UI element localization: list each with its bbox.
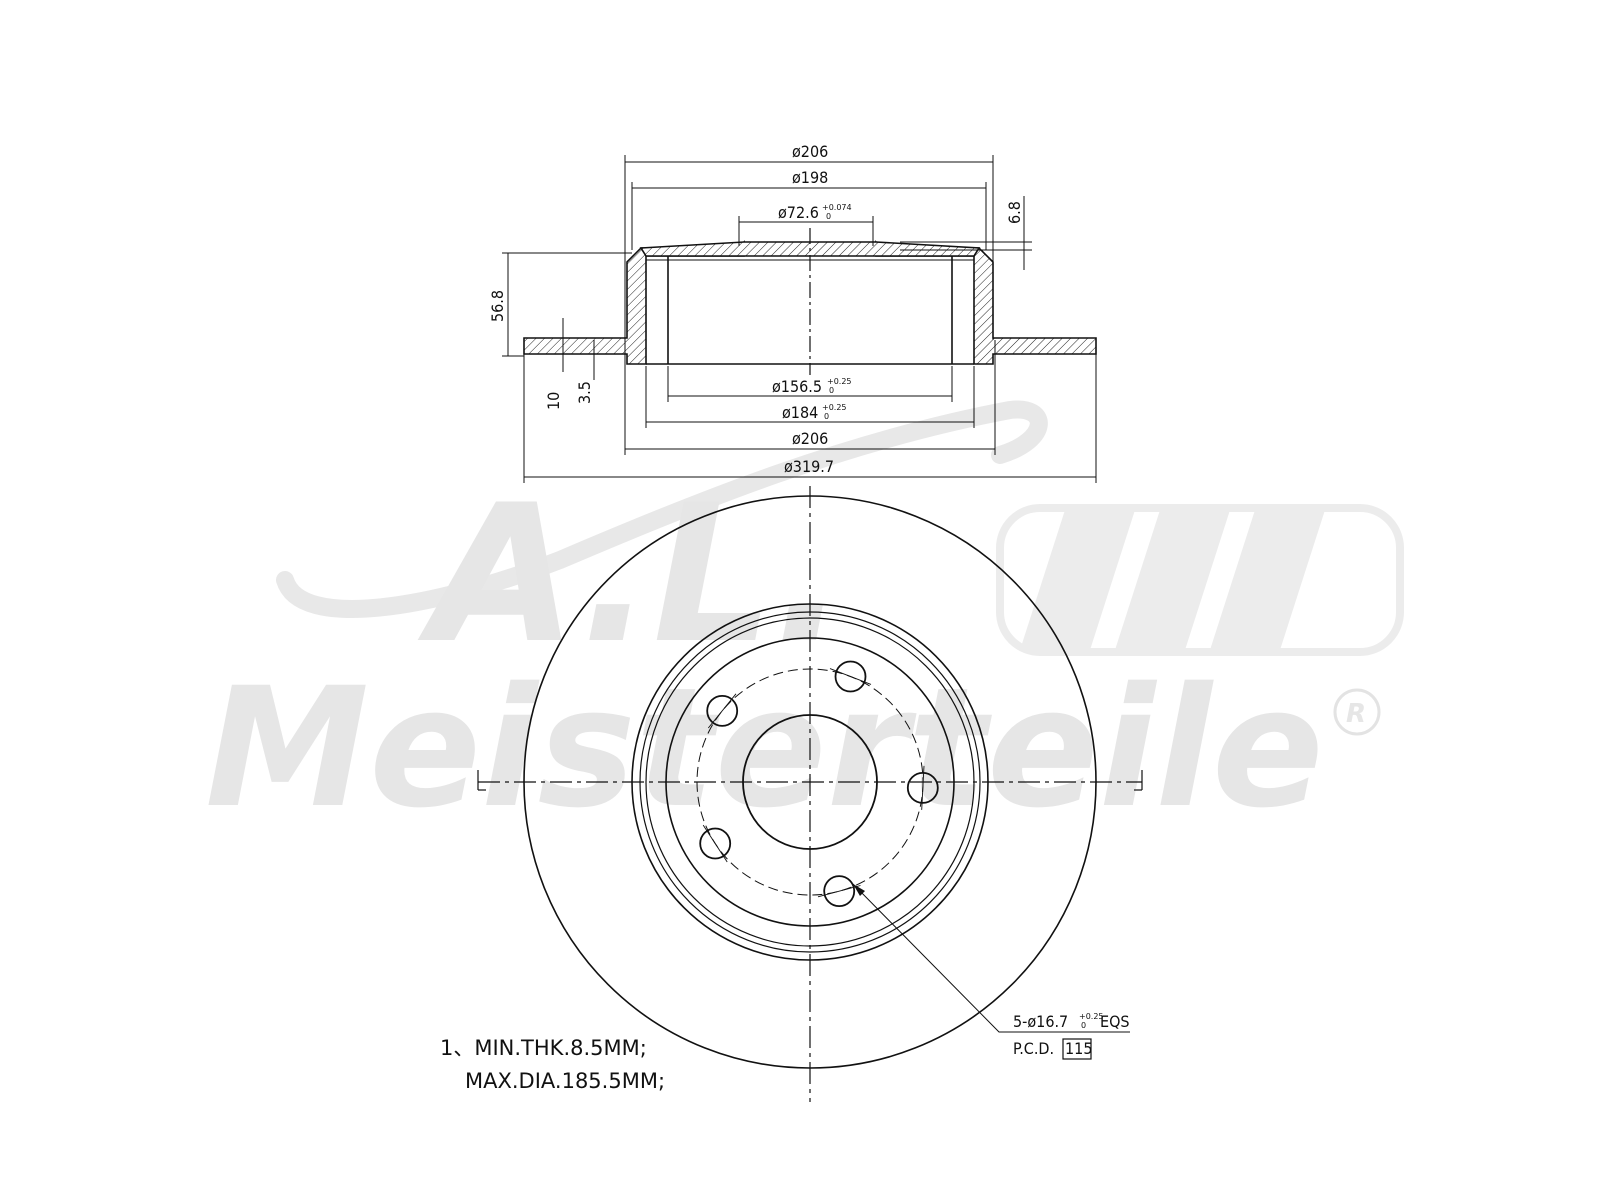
dimension-lines xyxy=(502,155,1097,483)
dim-center-bore-tol-upper: +0.074 xyxy=(822,203,852,212)
bolt-hole xyxy=(823,875,856,907)
watermark-frame xyxy=(996,504,1404,656)
dim-outer-diameter-top: ø206 xyxy=(792,142,828,161)
dim-offset-small: 3.5 xyxy=(575,381,594,404)
watermark-brand-line1: A.L. xyxy=(417,464,846,685)
registered-icon xyxy=(1333,688,1381,736)
bolt-hole xyxy=(699,827,732,860)
bolt-hole-leader xyxy=(852,883,1130,1033)
pcd-value: 115 xyxy=(1065,1039,1092,1058)
bolt-hole xyxy=(706,695,739,727)
bolt-hole-tol-lower: 0 xyxy=(1081,1021,1086,1030)
pcd-box xyxy=(1062,1038,1092,1060)
note-line-1: 1、MIN.THK.8.5MM; xyxy=(440,1036,647,1060)
dim-disc-thickness: 10 xyxy=(544,392,563,410)
watermark-stripes xyxy=(1020,510,1325,650)
dim-inner-diameter-tol-upper: +0.25 xyxy=(827,377,852,386)
dim-hat-inner-diameter-tol-upper: +0.25 xyxy=(822,403,847,412)
notes: 1、MIN.THK.8.5MM; MAX.DIA.185.5MM; xyxy=(440,1036,665,1093)
bolt-hole-crosshair xyxy=(829,668,872,685)
front-view: 5-ø16.7 +0.25 0 EQS P.C.D. 115 xyxy=(477,486,1143,1102)
bolt-hole-crosshair xyxy=(921,765,925,810)
dim-inner-diameter: ø156.5 xyxy=(772,377,822,396)
watermark-swoosh xyxy=(276,400,1048,618)
dim-hat-inner-diameter-tol-lower: 0 xyxy=(824,412,829,421)
dim-hat-inner-diameter: ø184 xyxy=(782,403,818,422)
section-view: ø206 ø198 ø72.6 +0.074 0 6.8 56.8 10 3.5… xyxy=(488,142,1097,483)
bolt-hole xyxy=(834,660,867,693)
dim-center-bore-tol-lower: 0 xyxy=(826,212,831,221)
dim-inner-diameter-tol-lower: 0 xyxy=(829,386,834,395)
bolt-hole-count-label: 5-ø16.7 xyxy=(1013,1012,1068,1031)
registered-mark: R xyxy=(1346,699,1366,729)
bolt-hole xyxy=(906,772,939,804)
dim-friction-diameter: ø198 xyxy=(792,168,828,187)
bolt-hole-crosshair xyxy=(707,693,737,729)
bolt-hole-crosshair xyxy=(817,885,861,898)
watermark: A.L. Meisterteile R xyxy=(205,400,1404,844)
bolt-hole-crosshair xyxy=(702,824,728,863)
dim-hat-outer-diameter: ø206 xyxy=(792,429,828,448)
dim-hat-thickness: 6.8 xyxy=(1005,201,1024,224)
dim-total-height: 56.8 xyxy=(488,290,507,322)
dim-overall-diameter: ø319.7 xyxy=(784,457,834,476)
bolt-hole-suffix: EQS xyxy=(1100,1012,1130,1031)
dim-center-bore: ø72.6 xyxy=(778,203,819,222)
bolt-holes xyxy=(699,660,939,907)
note-line-2: MAX.DIA.185.5MM; xyxy=(465,1069,665,1093)
bolt-hole-tol-upper: +0.25 xyxy=(1079,1012,1104,1021)
pcd-label: P.C.D. xyxy=(1013,1039,1054,1058)
watermark-brand-line2: Meisterteile xyxy=(205,652,1324,844)
